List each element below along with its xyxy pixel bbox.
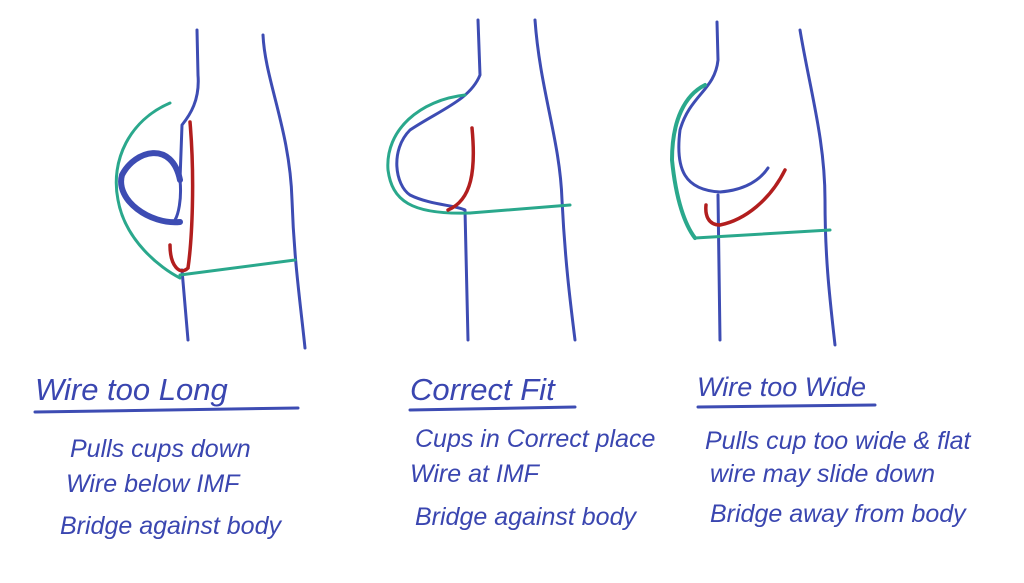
- breast-outline: [118, 150, 183, 226]
- underwire: [168, 120, 195, 273]
- panel-note: Bridge away from body: [710, 500, 966, 528]
- title-underline: [696, 403, 877, 409]
- panel-wire-too-long-figure: [114, 28, 307, 350]
- title-underline: [33, 406, 300, 414]
- body-front-outline: [395, 18, 482, 342]
- body-front-outline: [173, 28, 200, 342]
- bra-cup-outline: [669, 83, 707, 240]
- panel-title: Wire too Wide: [697, 372, 867, 402]
- body-front-outline: [677, 20, 770, 342]
- panel-title: Wire too Long: [35, 372, 228, 407]
- title-underline: [408, 405, 577, 412]
- panel-note: Wire at IMF: [410, 460, 539, 488]
- panel-note: Bridge against body: [415, 503, 636, 531]
- panel-title: Correct Fit: [410, 372, 555, 407]
- panel-note: Bridge against body: [60, 512, 281, 540]
- body-back-outline: [798, 28, 837, 347]
- bra-band: [693, 228, 832, 240]
- underwire: [704, 168, 787, 227]
- bra-band: [178, 258, 297, 277]
- panel-note: wire may slide down: [710, 460, 936, 488]
- bra-cup-outline: [386, 93, 472, 215]
- bra-cup-outline: [114, 101, 182, 280]
- panel-note: Pulls cup too wide & flat: [705, 427, 971, 455]
- panel-note: Wire below IMF: [66, 470, 240, 498]
- panel-wire-too-wide-figure: [669, 20, 837, 347]
- body-back-outline: [261, 33, 307, 350]
- bra-band: [468, 203, 572, 215]
- panel-note: Cups in Correct place: [415, 425, 656, 453]
- panel-note: Pulls cups down: [70, 435, 251, 463]
- underwire: [446, 126, 476, 212]
- panel-correct-fit-figure: [386, 18, 577, 342]
- body-back-outline: [533, 18, 577, 342]
